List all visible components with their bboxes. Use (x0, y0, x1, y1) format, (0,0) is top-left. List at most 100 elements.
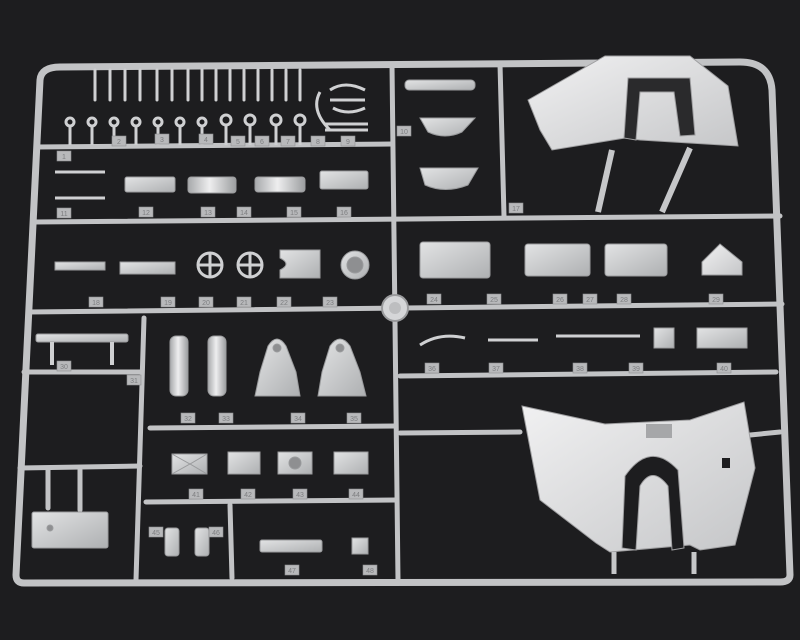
part-number-label: 34 (294, 416, 302, 423)
part-number-tag (310, 135, 326, 147)
part-number-label: 22 (280, 300, 288, 307)
part-number-label: 21 (240, 300, 248, 307)
part-number-tag (508, 202, 524, 214)
part-bottom-left-bracket (31, 511, 109, 549)
part-number-label: 39 (632, 366, 640, 373)
part-number-tag (160, 296, 176, 308)
part-number-label: 6 (260, 139, 264, 146)
part-number-label: 44 (352, 492, 360, 499)
part-number-tag (188, 488, 204, 500)
part-number-tag (276, 296, 292, 308)
parts-row-3 (54, 249, 370, 280)
part-number-tag (292, 488, 308, 500)
part-number-label: 26 (556, 297, 564, 304)
part-number-tag (56, 360, 72, 372)
part-number-tag (148, 526, 164, 538)
parts-row-studs (64, 113, 307, 145)
part-number-label: 37 (492, 366, 500, 373)
part-number-label: 41 (192, 492, 200, 499)
part-number-tag (154, 133, 170, 145)
parts-mount-plates (254, 338, 367, 397)
parts-row-pins (93, 68, 302, 102)
central-sprue-gate-inner (389, 302, 401, 314)
parts-bottom-middle (164, 527, 369, 557)
part-number-tag (396, 125, 412, 137)
part-number-label: 42 (244, 492, 252, 499)
spring-part (315, 83, 368, 132)
sprue-runners (17, 61, 785, 583)
part-number-tag (616, 293, 632, 305)
part-number-tag (236, 296, 252, 308)
part-number-label: 11 (60, 211, 67, 218)
part-number-tag (284, 564, 300, 576)
part-number-label: 20 (202, 300, 210, 307)
part-number-tag (56, 207, 72, 219)
part-number-label: 46 (212, 530, 220, 537)
part-number-label: 33 (222, 416, 230, 423)
part-number-label: 9 (346, 139, 350, 146)
part-number-tag (716, 362, 732, 374)
part-number-tag (218, 412, 234, 424)
part-number-tag (572, 362, 588, 374)
part-number-tag (286, 206, 302, 218)
part-number-label: 36 (428, 366, 436, 373)
part-number-tag (111, 135, 127, 147)
part-number-tag (236, 206, 252, 218)
part-number-tag (198, 296, 214, 308)
part-number-label: 23 (326, 300, 334, 307)
part-number-label: 5 (236, 139, 240, 146)
part-number-tag (138, 206, 154, 218)
part-number-tag (424, 362, 440, 374)
part-number-tag (180, 412, 196, 424)
part-number-label: 1 (62, 154, 66, 161)
part-number-label: 30 (60, 364, 68, 371)
part-number-tag (552, 293, 568, 305)
part-number-label: 45 (152, 530, 160, 537)
part-number-label: 17 (512, 206, 520, 213)
part-number-tag (230, 135, 246, 147)
part-number-label: 25 (490, 297, 498, 304)
part-number-tag (240, 488, 256, 500)
part-number-label: 18 (92, 300, 100, 307)
part-number-label: 35 (350, 416, 358, 423)
parts-row-right-1 (419, 241, 743, 279)
part-number-tag (200, 206, 216, 218)
part-number-label: 19 (164, 300, 172, 307)
part-number-label: 4 (204, 137, 208, 144)
part-number-tag (322, 296, 338, 308)
part-number-label: 12 (142, 210, 150, 217)
large-panel-top (527, 55, 739, 214)
part-number-label: 7 (286, 139, 290, 146)
part-number-label: 16 (340, 210, 348, 217)
sprue-frame (12, 58, 794, 587)
large-panel-bottom (521, 401, 756, 574)
part-number-label: 40 (720, 366, 728, 373)
part-number-label: 28 (620, 297, 628, 304)
parts-small-blocks (171, 451, 369, 475)
part-number-tag (346, 412, 362, 424)
part-number-tag (348, 488, 364, 500)
part-number-tag (486, 293, 502, 305)
part-number-tag (582, 293, 598, 305)
parts-bracket-shelf (35, 333, 129, 365)
parts-row-2 (55, 170, 369, 200)
part-number-label: 48 (366, 568, 374, 575)
part-number-tag (88, 296, 104, 308)
part-number-label: 31 (130, 378, 138, 385)
part-number-tag (426, 293, 442, 305)
part-number-tag (280, 135, 296, 147)
part-number-label: 14 (240, 210, 248, 217)
part-number-tag (340, 135, 356, 147)
part-number-tag (708, 293, 724, 305)
part-number-tag (126, 374, 142, 386)
part-number-label: 15 (290, 210, 298, 217)
part-number-tag (628, 362, 644, 374)
part-number-label: 8 (316, 139, 320, 146)
part-number-label: 43 (296, 492, 304, 499)
fork-parts (404, 79, 479, 190)
part-number-label: 10 (400, 129, 408, 136)
part-number-tag (336, 206, 352, 218)
part-number-tag (208, 526, 224, 538)
part-number-tag (198, 133, 214, 145)
